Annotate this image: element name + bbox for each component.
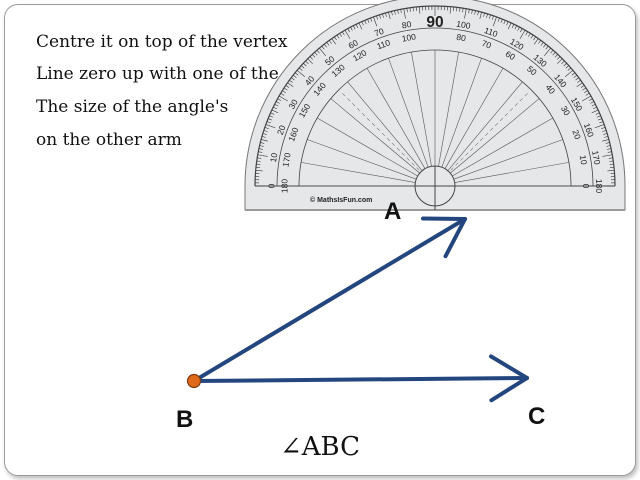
protractor-outer-label: 20 (275, 124, 288, 137)
protractor-outer-label: 160 (582, 122, 596, 139)
protractor-outer-label: 70 (373, 26, 386, 39)
protractor-outer-label: 80 (401, 19, 412, 31)
protractor-outer-label: 10 (268, 152, 280, 163)
instruction-line-2: Line zero up with one of the arms (36, 64, 328, 84)
protractor-inner-label: 110 (375, 37, 391, 51)
protractor-inner-label: 80 (456, 32, 467, 44)
protractor-inner-label: 10 (578, 154, 590, 165)
protractor-outer-label: 0 (266, 183, 276, 188)
protractor-outer-label: 100 (456, 19, 472, 31)
point-label-a: A (384, 198, 402, 225)
protractor-outer-label: 180 (594, 179, 604, 193)
instruction-line-4: on the other arm (36, 130, 182, 150)
protractor-outer-label: 110 (483, 25, 499, 39)
protractor-inner-label: 180 (279, 179, 289, 193)
protractor-outer-label: 170 (590, 150, 602, 166)
protractor-inner-label: 160 (286, 126, 300, 143)
protractor-outer-label: 30 (286, 97, 300, 110)
protractor-inner-label: 30 (559, 104, 573, 117)
protractor-inner-label: 100 (401, 31, 417, 43)
protractor-inner-label: 60 (504, 49, 517, 63)
protractor-outer-label: 60 (347, 37, 360, 51)
angle-caption: ∠ABC (279, 432, 361, 462)
point-label-c: C (528, 403, 546, 430)
protractor-inner-label: 0 (581, 184, 591, 189)
protractor-inner-label: 70 (480, 38, 493, 51)
instruction-line-1: Centre it on top of the vertex (36, 32, 288, 52)
point-label-b: B (176, 406, 194, 433)
protractor-outer-label: 90 (426, 14, 443, 31)
protractor-inner-label: 170 (280, 152, 292, 168)
protractor-inner-label: 20 (570, 128, 583, 141)
instruction-line-3: The size of the angle's (36, 97, 229, 117)
protractor-watermark: © MathsIsFun.com (310, 196, 372, 204)
